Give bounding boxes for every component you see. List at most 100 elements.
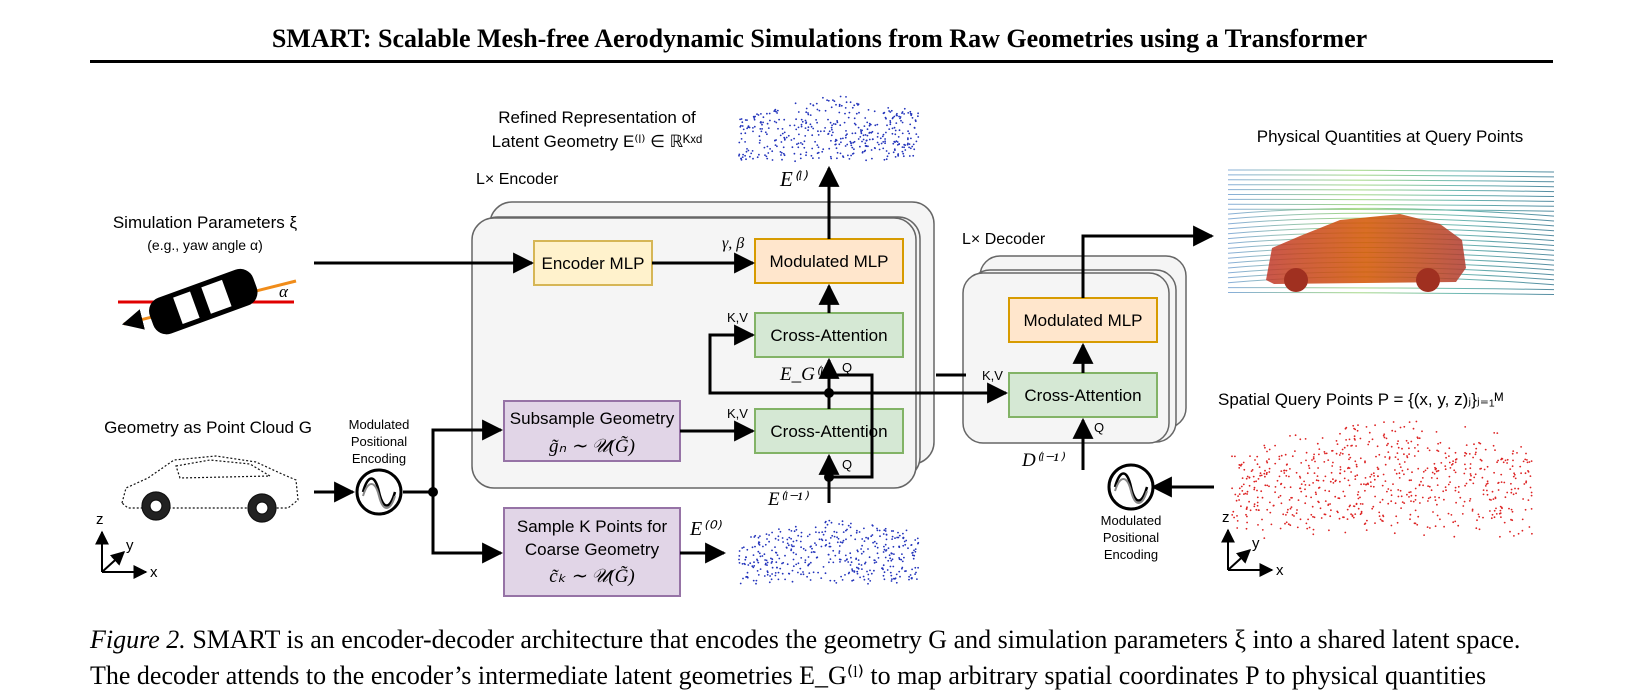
point-mark bbox=[915, 571, 917, 574]
point-mark bbox=[869, 123, 872, 126]
point-mark bbox=[1475, 527, 1478, 530]
point-mark bbox=[1530, 508, 1533, 510]
point-mark bbox=[793, 545, 795, 548]
point-mark bbox=[862, 575, 865, 578]
sim-params-label: Simulation Parameters ξ bbox=[113, 213, 298, 232]
point-mark bbox=[1313, 453, 1315, 456]
point-mark bbox=[1509, 530, 1511, 533]
point-mark bbox=[1426, 447, 1429, 449]
sim-params-example: (e.g., yaw angle α) bbox=[147, 237, 262, 253]
point-mark bbox=[1384, 463, 1387, 466]
point-mark bbox=[775, 561, 778, 564]
point-mark bbox=[1414, 499, 1417, 501]
point-mark bbox=[791, 146, 794, 149]
refined-label-line1: Refined Representation of bbox=[498, 108, 696, 127]
point-mark bbox=[866, 128, 869, 131]
geometry-label: Geometry as Point Cloud G bbox=[104, 418, 312, 437]
point-mark bbox=[1391, 429, 1394, 432]
point-mark bbox=[831, 128, 833, 131]
point-mark bbox=[831, 124, 833, 127]
point-mark bbox=[779, 134, 782, 137]
point-mark bbox=[770, 557, 772, 560]
point-mark bbox=[1256, 455, 1259, 458]
point-mark bbox=[885, 534, 888, 536]
point-mark bbox=[1252, 475, 1255, 478]
point-mark bbox=[1359, 496, 1361, 499]
point-mark bbox=[1383, 421, 1385, 423]
point-mark bbox=[1502, 461, 1505, 464]
point-mark bbox=[888, 110, 890, 112]
point-mark bbox=[1500, 457, 1503, 460]
point-mark bbox=[1485, 483, 1488, 485]
point-mark bbox=[1345, 439, 1347, 441]
point-mark bbox=[903, 556, 905, 559]
point-mark bbox=[1454, 451, 1457, 454]
point-mark bbox=[865, 145, 868, 148]
point-mark bbox=[1496, 432, 1499, 434]
point-mark bbox=[1412, 500, 1415, 503]
point-mark bbox=[835, 103, 837, 106]
point-mark bbox=[752, 566, 755, 569]
point-mark bbox=[898, 129, 901, 132]
point-mark bbox=[1364, 489, 1366, 492]
point-mark bbox=[741, 547, 744, 549]
point-mark bbox=[1332, 478, 1334, 481]
point-mark bbox=[891, 535, 894, 538]
point-mark bbox=[839, 561, 841, 563]
point-mark bbox=[1246, 515, 1248, 518]
point-mark bbox=[911, 577, 913, 579]
point-mark bbox=[1341, 448, 1344, 451]
point-mark bbox=[1238, 493, 1241, 495]
point-mark bbox=[1304, 488, 1306, 491]
point-mark bbox=[856, 572, 859, 575]
cross-attention-box-lower: Cross-Attention bbox=[754, 408, 904, 454]
point-mark bbox=[1327, 459, 1330, 461]
point-mark bbox=[783, 131, 786, 134]
point-mark bbox=[1344, 531, 1347, 534]
point-mark bbox=[1261, 496, 1264, 499]
point-mark bbox=[891, 538, 893, 540]
subsample-geometry-box: Subsample Geometry g̃ₙ ∼ 𝒰(G̃) bbox=[503, 400, 681, 462]
point-mark bbox=[876, 529, 879, 532]
streamline bbox=[1227, 179, 1555, 183]
point-mark bbox=[1396, 521, 1399, 524]
point-mark bbox=[1475, 451, 1477, 454]
point-mark bbox=[807, 129, 809, 132]
point-mark bbox=[1300, 483, 1303, 485]
kv-label-lower: K,V bbox=[727, 406, 748, 421]
point-mark bbox=[1520, 446, 1522, 448]
point-mark bbox=[771, 558, 774, 561]
eg-label: E_G⁽ˡ⁾ bbox=[779, 364, 829, 385]
point-mark bbox=[1312, 528, 1315, 531]
point-mark bbox=[1464, 463, 1466, 466]
point-mark bbox=[741, 125, 744, 127]
point-mark bbox=[1366, 482, 1369, 485]
point-mark bbox=[766, 145, 769, 148]
point-mark bbox=[1349, 456, 1352, 459]
point-mark bbox=[884, 142, 886, 145]
point-mark bbox=[1439, 518, 1441, 521]
kv-label-decoder: K,V bbox=[982, 368, 1003, 383]
point-mark bbox=[1469, 478, 1471, 481]
point-mark bbox=[1238, 467, 1241, 469]
point-mark bbox=[914, 573, 916, 575]
point-mark bbox=[780, 154, 782, 156]
point-mark bbox=[781, 132, 784, 135]
point-mark bbox=[1484, 448, 1487, 451]
point-mark bbox=[1396, 442, 1399, 445]
point-mark bbox=[911, 552, 913, 554]
point-mark bbox=[849, 101, 852, 104]
point-mark bbox=[848, 158, 851, 160]
point-mark bbox=[787, 544, 790, 547]
point-mark bbox=[765, 155, 768, 158]
point-mark bbox=[827, 99, 830, 102]
point-mark bbox=[843, 121, 846, 124]
point-mark bbox=[1350, 445, 1352, 447]
point-mark bbox=[1260, 490, 1263, 493]
point-mark bbox=[1374, 495, 1376, 498]
point-mark bbox=[859, 145, 861, 148]
point-mark bbox=[867, 548, 869, 550]
point-mark bbox=[1335, 440, 1338, 442]
point-mark bbox=[790, 139, 793, 141]
point-mark bbox=[766, 538, 768, 540]
